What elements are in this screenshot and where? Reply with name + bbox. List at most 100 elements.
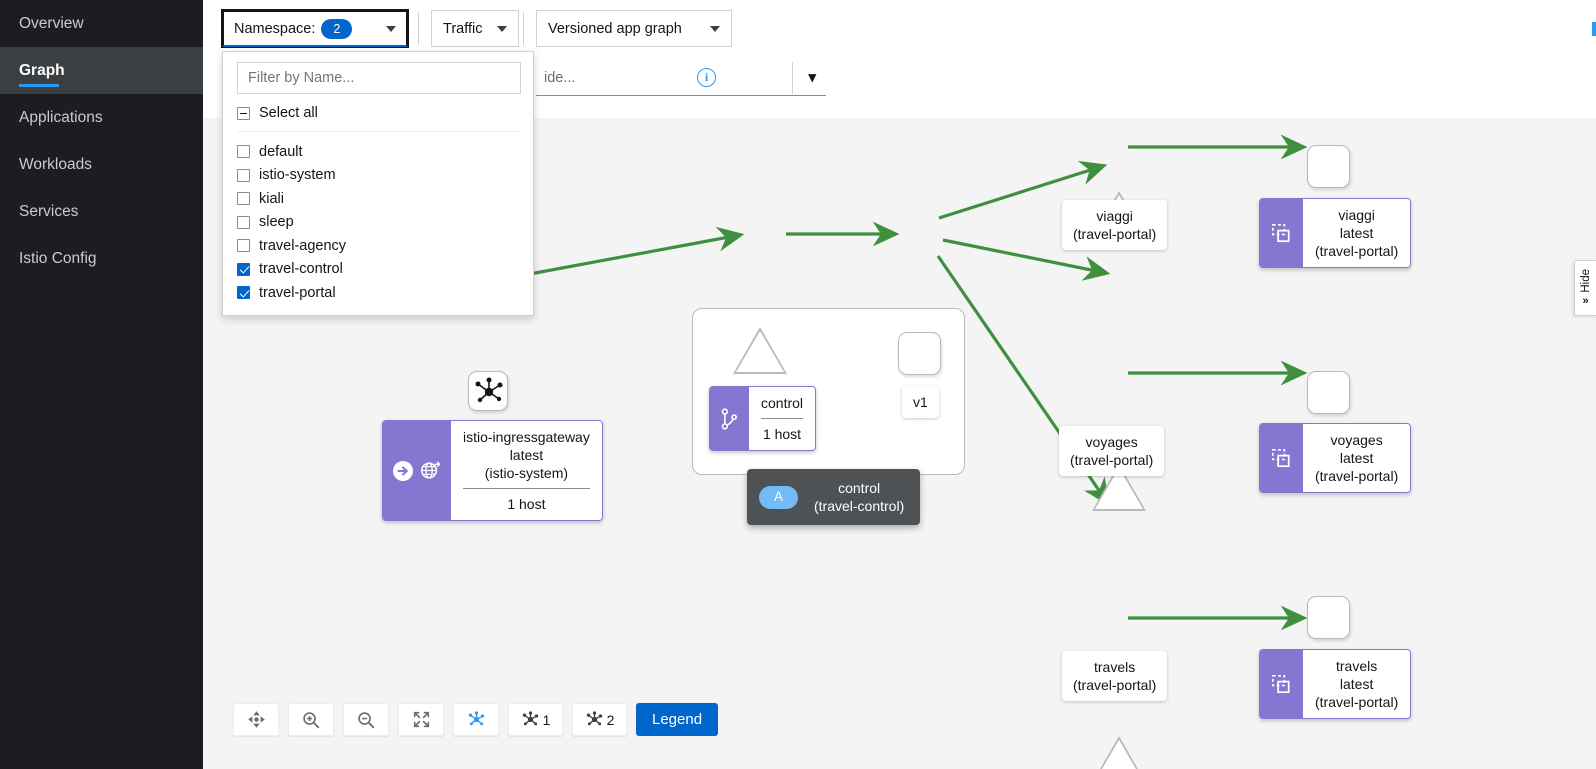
- namespace-option-label: istio-system: [259, 167, 336, 184]
- namespace-dropdown-menu: Select all default istio-system kiali sl…: [222, 51, 534, 316]
- node-label-istio-ingressgateway[interactable]: istio-ingressgateway latest (istio-syste…: [382, 420, 603, 521]
- namespace-filter-input[interactable]: [237, 62, 521, 94]
- node-travels-app-shape[interactable]: [1307, 596, 1350, 639]
- namespace-checkbox[interactable]: [237, 192, 250, 206]
- node-control-v1-shape[interactable]: [898, 332, 941, 375]
- namespace-checkbox[interactable]: [237, 286, 250, 300]
- node-badge-icons: [1260, 199, 1303, 267]
- sidebar-item-label: Graph: [19, 62, 65, 79]
- node-label-voyages-app[interactable]: voyages latest (travel-portal): [1259, 423, 1412, 493]
- namespace-option-travel-agency[interactable]: travel-agency: [237, 234, 519, 258]
- select-all-row[interactable]: Select all: [237, 105, 519, 132]
- node-badge-icons: [1260, 424, 1303, 492]
- select-all-checkbox[interactable]: [237, 106, 250, 120]
- sidebar-item-overview[interactable]: Overview: [0, 0, 203, 47]
- layout-1-label: 1: [542, 711, 551, 728]
- fit-to-screen-button[interactable]: [398, 703, 444, 736]
- namespace-option-travel-portal[interactable]: travel-portal: [237, 281, 519, 305]
- namespace-checkbox[interactable]: [237, 215, 250, 229]
- fit-to-screen-icon: [413, 711, 429, 728]
- node-label-text: travels latest (travel-portal): [1303, 650, 1411, 718]
- gateway-globe-icon: [421, 461, 441, 479]
- namespace-option-sleep[interactable]: sleep: [237, 211, 519, 235]
- graph-bottom-toolbar: 1 2: [233, 703, 719, 736]
- zoom-in-button[interactable]: [288, 703, 334, 736]
- node-travels-service-shape[interactable]: [1092, 736, 1596, 769]
- node-label-viaggi-app[interactable]: viaggi latest (travel-portal): [1259, 198, 1412, 268]
- namespace-option-label: kiali: [259, 190, 284, 207]
- namespace-label: Namespace:: [234, 20, 316, 37]
- workload-entry-icon: [1272, 448, 1290, 467]
- voyages-app-name: voyages: [1330, 432, 1383, 448]
- corner-accent-mark: [1592, 22, 1596, 36]
- zoom-out-icon: [358, 711, 375, 728]
- namespace-option-kiali[interactable]: kiali: [237, 187, 519, 211]
- node-voyages-app-shape[interactable]: [1307, 371, 1350, 414]
- traffic-label: Traffic: [443, 20, 483, 37]
- sidebar-item-services[interactable]: Services: [0, 188, 203, 235]
- node-istio-ingressgateway-shape[interactable]: [468, 371, 508, 411]
- travels-namespace: (travel-portal): [1073, 677, 1157, 693]
- zoom-in-icon: [303, 711, 320, 728]
- graph-type-label: Versioned app graph: [548, 20, 682, 37]
- zoom-out-button[interactable]: [343, 703, 389, 736]
- workload-entry-icon: [1272, 674, 1290, 693]
- graph-type-dropdown-toggle[interactable]: Versioned app graph: [536, 10, 732, 47]
- tooltip-line-1: control: [838, 480, 881, 496]
- viaggi-app-name: viaggi: [1338, 207, 1375, 223]
- node-label-control[interactable]: control 1 host: [709, 386, 817, 451]
- namespace-checkbox[interactable]: [237, 239, 250, 253]
- namespace-option-label: default: [259, 143, 303, 160]
- sidebar-item-label: Overview: [19, 15, 84, 32]
- namespace-checkbox[interactable]: [237, 168, 250, 182]
- chevron-down-icon[interactable]: ▾: [808, 69, 816, 86]
- node-label-viaggi-service[interactable]: viaggi (travel-portal): [1062, 200, 1168, 250]
- namespace-option-travel-control[interactable]: travel-control: [237, 258, 519, 282]
- namespace-option-istio-system[interactable]: istio-system: [237, 164, 519, 188]
- sidebar-item-applications[interactable]: Applications: [0, 94, 203, 141]
- namespace-option-label: sleep: [259, 214, 294, 231]
- node-label-v1[interactable]: v1: [902, 386, 939, 418]
- hide-input[interactable]: ide... ▾: [536, 60, 826, 96]
- triangle-fill: [736, 331, 784, 372]
- sidebar-item-workloads[interactable]: Workloads: [0, 141, 203, 188]
- sidebar-item-label: Applications: [19, 109, 103, 126]
- namespace-checkbox[interactable]: [237, 262, 250, 276]
- ingress-hosts: 1 host: [507, 496, 546, 512]
- pan-button[interactable]: [233, 703, 279, 736]
- viaggi-name: viaggi: [1096, 208, 1133, 224]
- info-icon[interactable]: i: [697, 68, 716, 87]
- node-label-travels-service[interactable]: travels (travel-portal): [1062, 651, 1168, 701]
- layout-2-button[interactable]: 2: [572, 703, 627, 736]
- layout-default-button[interactable]: [453, 703, 499, 736]
- voyages-namespace: (travel-portal): [1070, 452, 1154, 468]
- namespace-dropdown-toggle[interactable]: Namespace: 2: [221, 9, 409, 48]
- tooltip-line-2: (travel-control): [814, 498, 905, 514]
- namespace-option-default[interactable]: default: [237, 140, 519, 164]
- sidebar-item-istio-config[interactable]: Istio Config: [0, 235, 203, 282]
- layout-1-button[interactable]: 1: [508, 703, 563, 736]
- chevron-down-icon: [497, 25, 507, 32]
- workload-entry-icon: [1272, 223, 1290, 242]
- legend-button[interactable]: Legend: [636, 703, 719, 736]
- arrow-right-circle-icon: [393, 460, 413, 481]
- hide-side-panel-toggle[interactable]: Hide »: [1574, 260, 1596, 316]
- voyages-name: voyages: [1085, 434, 1138, 450]
- hide-input-placeholder: ide...: [544, 69, 576, 86]
- node-viaggi-app-shape[interactable]: [1307, 145, 1350, 188]
- node-label-travels-app[interactable]: travels latest (travel-portal): [1259, 649, 1412, 719]
- namespace-option-label: travel-control: [259, 261, 343, 278]
- control-name: control: [761, 395, 804, 411]
- chevron-down-icon: [710, 25, 720, 32]
- sidebar-item-label: Services: [19, 203, 79, 220]
- tooltip-text: control (travel-control): [814, 479, 904, 515]
- traffic-dropdown-toggle[interactable]: Traffic: [431, 10, 519, 47]
- sidebar-item-graph[interactable]: Graph: [0, 47, 203, 94]
- node-control-service-shape[interactable]: [733, 327, 1596, 374]
- select-all-label: Select all: [259, 105, 318, 121]
- namespace-checkbox[interactable]: [237, 145, 250, 159]
- sidebar-item-label: Workloads: [19, 156, 92, 173]
- toolbar-divider: [523, 12, 524, 45]
- node-label-voyages-service[interactable]: voyages (travel-portal): [1059, 426, 1165, 476]
- travels-app-namespace: (travel-portal): [1315, 694, 1399, 710]
